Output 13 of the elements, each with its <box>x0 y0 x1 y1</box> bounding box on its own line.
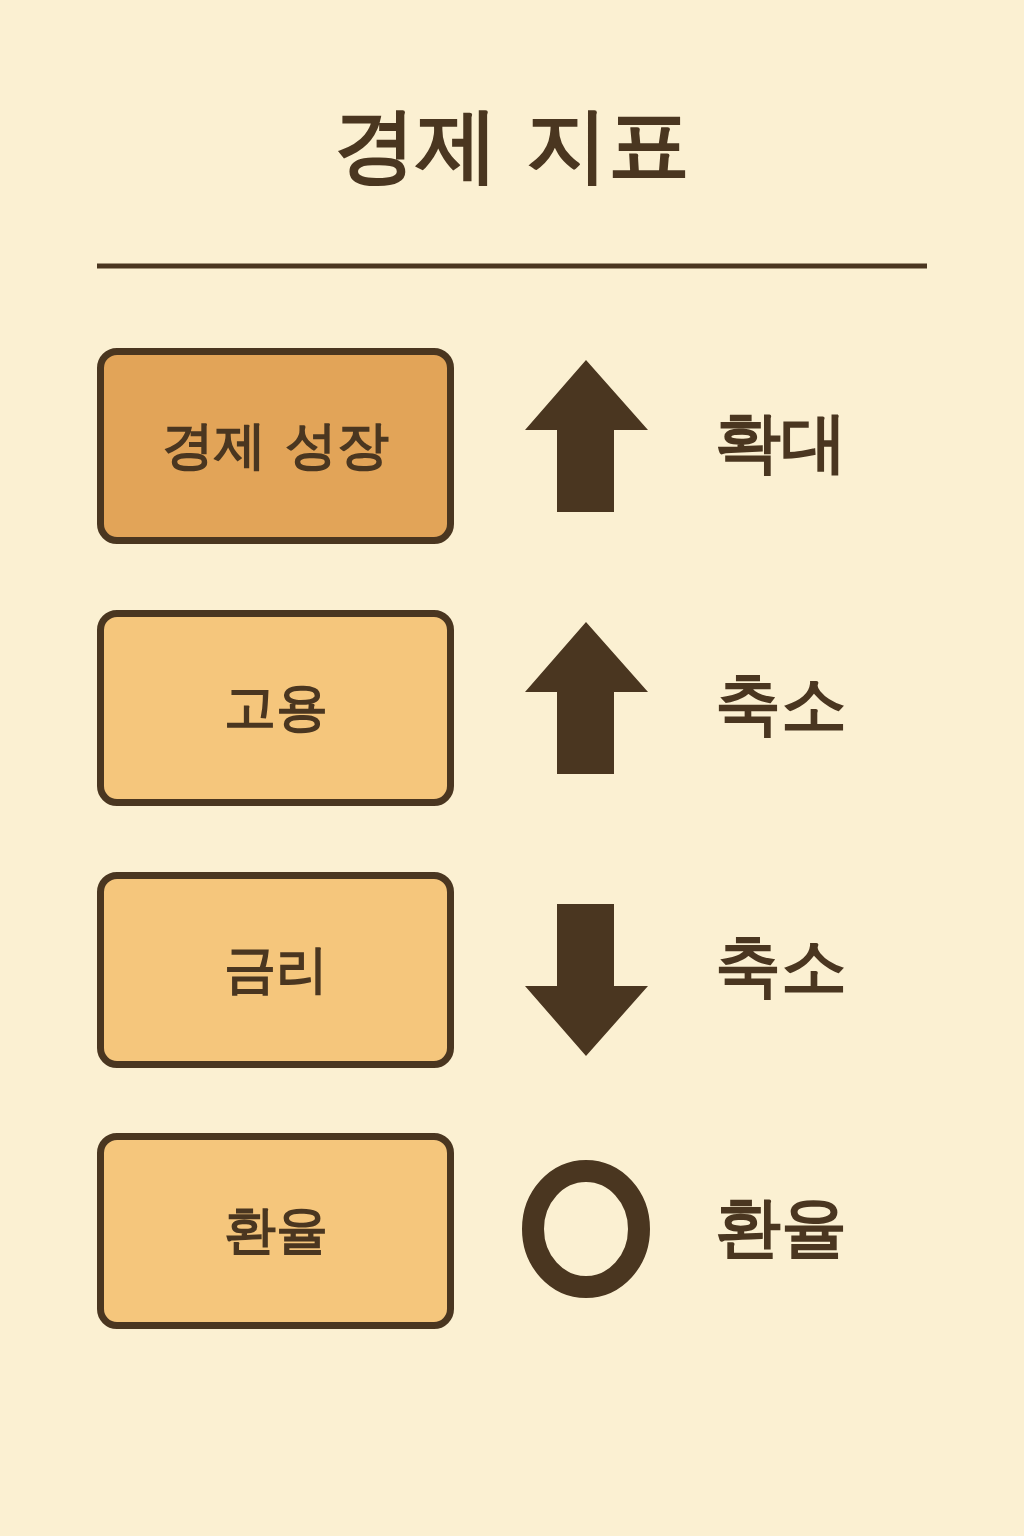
indicator-name: 금리 <box>223 938 328 1001</box>
indicator-name: 경제 성장 <box>162 414 389 477</box>
indicator-box <box>97 348 454 544</box>
trend-label: 환율 <box>715 1195 847 1261</box>
indicator-box <box>97 610 454 806</box>
indicator-box <box>97 1133 454 1329</box>
indicator-box <box>97 872 454 1068</box>
trend-label: 확대 <box>715 410 847 476</box>
title: 경제 지표 <box>332 100 692 191</box>
trend-label: 축소 <box>715 672 847 738</box>
trend-label: 축소 <box>715 934 847 1000</box>
indicator-name: 고용 <box>223 676 328 739</box>
indicator-name: 환율 <box>223 1199 328 1262</box>
